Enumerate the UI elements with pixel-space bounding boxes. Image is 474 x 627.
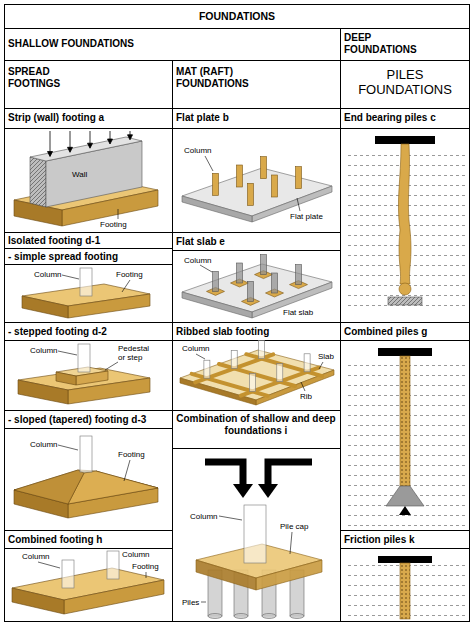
group-heading: DEEP FOUNDATIONS — [344, 32, 434, 55]
part-label: Column — [30, 440, 70, 449]
row-label: - sloped (tapered) footing d-3 — [8, 414, 170, 426]
part-label: Flat slab — [283, 308, 333, 317]
part-label: Column — [122, 550, 162, 559]
combination-arrows — [205, 462, 312, 498]
part-label: Column — [182, 344, 222, 353]
row-label: Combined piles g — [344, 326, 466, 338]
row-label: Flat slab e — [176, 236, 336, 248]
group-heading: SHALLOW FOUNDATIONS — [8, 38, 328, 50]
sloped-footing-drawing — [14, 436, 158, 518]
part-label: Column — [184, 146, 224, 155]
part-label: Column — [184, 256, 224, 265]
table-grid — [4, 5, 470, 623]
column-heading: SPREAD FOOTINGS — [8, 66, 98, 89]
end-bearing-pile-drawing — [346, 136, 466, 314]
row-label: Combined footing h — [8, 534, 168, 546]
combined-footing-drawing — [12, 551, 164, 614]
part-label: Column — [190, 512, 230, 521]
row-label: Strip (wall) footing a — [8, 112, 168, 124]
part-label: Footing — [118, 450, 158, 459]
column-heading: MAT (RAFT) FOUNDATIONS — [176, 66, 286, 89]
part-label: Slab — [318, 352, 338, 361]
part-label: Column — [30, 346, 70, 355]
part-label: Flat plate — [290, 212, 336, 221]
combined-pile-drawing — [346, 348, 466, 526]
row-label: End bearing piles c — [344, 112, 466, 124]
ribbed-slab-drawing — [180, 341, 334, 405]
flat-slab-drawing — [182, 255, 332, 318]
row-label: - stepped footing d-2 — [8, 326, 168, 338]
friction-pile-drawing — [346, 556, 466, 619]
part-label: Pedestal or step — [118, 344, 158, 362]
row-label: - simple spread footing — [8, 251, 168, 263]
strip-footing-drawing — [14, 131, 158, 226]
row-label: Combination of shallow and deep foundati… — [176, 413, 336, 436]
row-label: Friction piles k — [344, 534, 466, 546]
table-title: FOUNDATIONS — [4, 10, 470, 22]
row-label: Ribbed slab footing — [176, 326, 336, 338]
row-label: Isolated footing d-1 — [8, 235, 168, 247]
part-label: Footing — [100, 220, 140, 229]
part-label: Wall — [72, 170, 102, 179]
part-label: Column — [22, 552, 62, 561]
part-label: Footing — [116, 270, 156, 279]
part-label: Pile cap — [280, 522, 324, 531]
row-label: Flat plate b — [176, 112, 336, 124]
part-label: Piles — [182, 598, 206, 607]
part-label: Column — [34, 270, 74, 279]
column-heading: PILES FOUNDATIONS — [346, 68, 464, 98]
part-label: Rib — [300, 392, 320, 401]
part-label: Footing — [132, 562, 168, 571]
